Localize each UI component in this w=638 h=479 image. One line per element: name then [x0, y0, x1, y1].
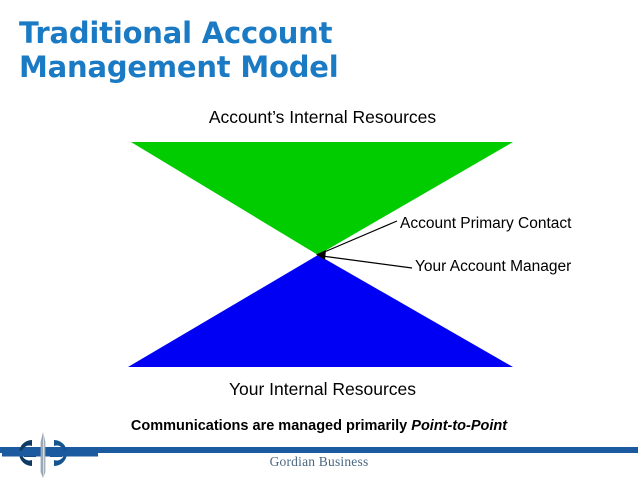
footer-rule — [0, 447, 638, 453]
blue-triangle-your-resources — [128, 255, 513, 367]
callout-your-account-manager: Your Account Manager — [415, 258, 572, 275]
leader-line-account-manager — [321, 255, 413, 269]
leader-arrowhead-icon — [316, 250, 326, 260]
label-your-internal-resources: Your Internal Resources — [228, 379, 417, 399]
tagline-emphasis-text: Point-to-Point — [411, 418, 508, 434]
page-title: Traditional Account Management Model — [19, 16, 579, 84]
account-model-diagram: Account’s Internal Resources Your Intern… — [128, 107, 572, 399]
title-line-2: Management Model — [19, 50, 339, 84]
leader-line-primary-contact — [321, 220, 398, 254]
callout-account-primary-contact: Account Primary Contact — [400, 215, 572, 232]
tagline-plain-text: Communications are managed primarily — [130, 418, 412, 434]
logo-horizontal-bar — [2, 450, 98, 457]
slide-footer: Gordian Business — [0, 430, 638, 479]
green-triangle-account-resources — [131, 142, 513, 255]
label-accounts-internal-resources: Account’s Internal Resources — [208, 107, 437, 127]
logo-right-g-icon — [54, 440, 67, 466]
logo-left-g-icon — [19, 440, 32, 466]
logo-needle-highlight — [43, 432, 45, 478]
slide-tagline: Communications are managed primarily Poi… — [0, 417, 638, 435]
diagram-shapes — [128, 142, 513, 367]
title-line-1: Traditional Account — [19, 16, 333, 50]
brand-wordmark: Gordian Business — [269, 454, 369, 469]
gordian-business-logo-icon — [2, 432, 98, 478]
